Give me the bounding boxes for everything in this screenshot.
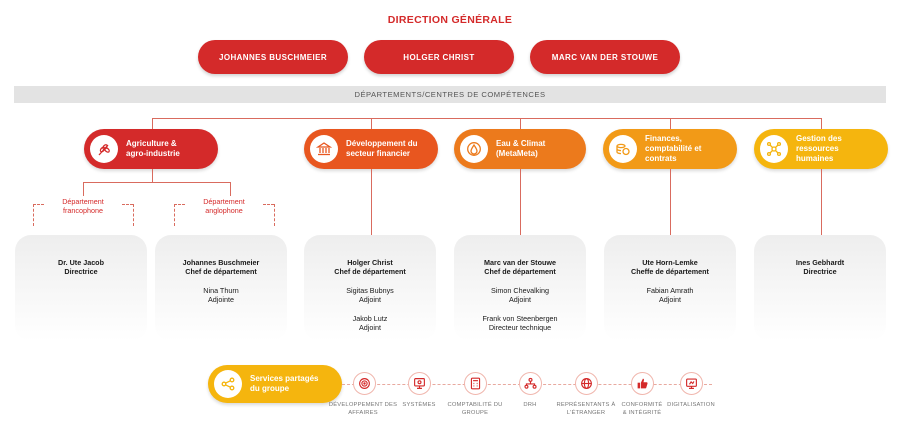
thumbs-up-icon (631, 372, 654, 395)
person-role: Chef de département (334, 267, 406, 276)
target-icon (353, 372, 376, 395)
dashed-bracket (263, 204, 274, 205)
connector-line (520, 169, 521, 235)
person-role: Cheffe de département (631, 267, 709, 276)
service-label: CONFORMITÉ& INTÉGRITÉ (621, 402, 663, 416)
person-role: Directrice (803, 267, 837, 276)
water-drop-icon (460, 135, 488, 163)
deputy-role: Adjoint (509, 295, 531, 304)
dashed-bracket (33, 204, 34, 226)
person-name: Marc van der Stouwe (484, 258, 556, 267)
person-name: Dr. Ute Jacob (58, 258, 104, 267)
department-agriculture: Agriculture &agro-industrie (84, 129, 218, 169)
executive-pill: JOHANNES BUSCHMEIER (198, 40, 348, 74)
org-icon (519, 372, 542, 395)
service-label: DIGITALISATION (667, 402, 715, 408)
connector-line (230, 182, 231, 196)
dashed-bracket (174, 204, 185, 205)
connector-line (83, 182, 231, 183)
connector-line (821, 169, 822, 235)
dashed-bracket (274, 204, 275, 226)
dashed-bracket (122, 204, 133, 205)
wheat-icon (90, 135, 118, 163)
deputy-name: Sigitas Bubnys (346, 286, 394, 295)
systems-icon (408, 372, 431, 395)
person-name: Ines Gebhardt (795, 258, 845, 267)
dashed-bracket (174, 204, 175, 226)
deputy-role: Adjoint (359, 295, 381, 304)
service-label: SYSTÈMES (402, 402, 436, 408)
deputy-role: Adjoint (659, 295, 681, 304)
bank-icon (310, 135, 338, 163)
department-water-climate: Eau & Climat(MetaMeta) (454, 129, 586, 169)
deputy-role: Adjointe (208, 295, 234, 304)
person-role: Directrice (64, 267, 98, 276)
connector-line (371, 169, 372, 235)
share-icon (214, 370, 242, 398)
people-network-icon (760, 135, 788, 163)
dashed-bracket (133, 204, 134, 226)
deputy-name: Simon Chevalking (491, 286, 549, 295)
person-name: Ute Horn-Lemke (642, 258, 698, 267)
coins-icon (609, 135, 637, 163)
connector-line (152, 118, 822, 119)
executive-pill: HOLGER CHRIST (364, 40, 514, 74)
departments-bar: DÉPARTEMENTS/CENTRES DE COMPÉTENCES (14, 86, 886, 103)
digital-icon (680, 372, 703, 395)
person-role: Chef de département (185, 267, 257, 276)
calculator-icon (464, 372, 487, 395)
connector-line (83, 182, 84, 196)
globe-icon (575, 372, 598, 395)
connector-line (152, 118, 153, 129)
page-title: DIRECTION GÉNÉRALE (387, 14, 513, 26)
person-role: Chef de département (484, 267, 556, 276)
connector-line (520, 118, 521, 129)
deputy-name: Frank von Steenbergen (482, 314, 558, 323)
deputy-role: Adjoint (359, 323, 381, 332)
deputy-role: Directeur technique (488, 323, 552, 332)
person-name: Johannes Buschmeier (182, 258, 260, 267)
connector-line (371, 118, 372, 129)
person-name: Holger Christ (347, 258, 393, 267)
executive-pill: MARC VAN DER STOUWE (530, 40, 680, 74)
deputy-name: Fabian Amrath (646, 286, 694, 295)
connector-line (670, 169, 671, 235)
dashed-bracket (33, 204, 44, 205)
deputy-name: Nina Thurn (203, 286, 239, 295)
connector-line (670, 118, 671, 129)
connector-line (821, 118, 822, 129)
service-label: DRH (523, 402, 537, 408)
connector-line (152, 169, 153, 182)
deputy-name: Jakob Lutz (352, 314, 388, 323)
